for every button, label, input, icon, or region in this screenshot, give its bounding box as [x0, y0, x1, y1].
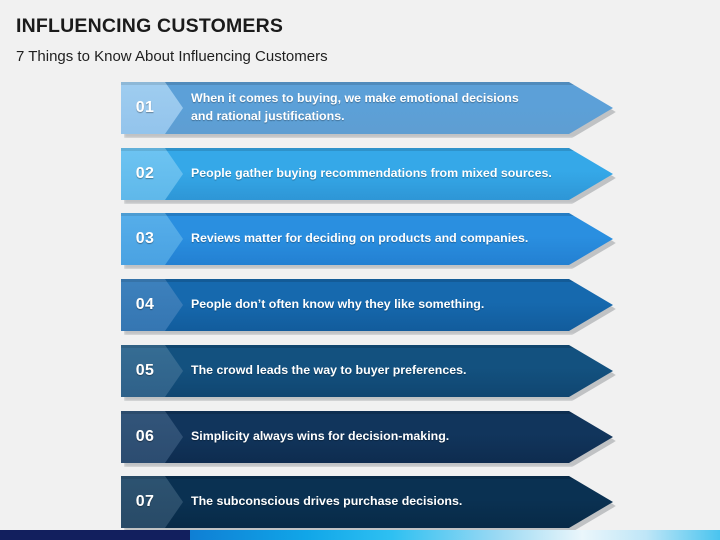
page-subtitle: 7 Things to Know About Influencing Custo… [16, 48, 328, 65]
step-row[interactable]: 05 The crowd leads the way to buyer prefe… [121, 345, 616, 401]
step-number-label: 06 [135, 428, 155, 445]
step-description-line1: People don’t often know why they like so… [191, 297, 485, 311]
step-description-line1: People gather buying recommendations fro… [191, 166, 552, 180]
step-row[interactable]: 07 The subconscious drives purchase decis… [121, 476, 616, 532]
step-description: People don’t often know why they like so… [191, 279, 561, 331]
step-description-line2: and rational justifications. [191, 109, 345, 123]
step-description: When it comes to buying, we make emotion… [191, 82, 561, 134]
step-arrow-bar [121, 213, 613, 265]
step-arrow-bar [121, 279, 613, 331]
step-description-line1: Simplicity always wins for decision-maki… [191, 429, 450, 443]
step-arrow-bar [121, 476, 613, 528]
step-arrow-bar [121, 82, 613, 134]
bottom-strip-gradient-segment [190, 530, 720, 540]
step-number-label: 01 [135, 99, 155, 116]
step-row[interactable]: 04 People don’t often know why they like … [121, 279, 616, 335]
step-row[interactable]: 01 When it comes to buying, we make emoti… [121, 82, 616, 138]
step-number-label: 02 [135, 165, 155, 182]
step-number-label: 03 [135, 230, 155, 247]
step-description-line1: When it comes to buying, we make emotion… [191, 91, 519, 106]
step-arrow-bar [121, 148, 613, 200]
page-title: INFLUENCING CUSTOMERS [16, 15, 284, 37]
step-description-line1: Reviews matter for deciding on products … [191, 231, 529, 245]
step-arrow-bar [121, 411, 613, 463]
header: INFLUENCING CUSTOMERS 7 Things to Know A… [0, 0, 720, 76]
step-description: Reviews matter for deciding on products … [191, 213, 561, 265]
step-row[interactable]: 02 People gather buying recommendations f… [121, 148, 616, 204]
step-description: People gather buying recommendations fro… [191, 148, 561, 200]
bottom-strip-dark-segment [0, 530, 190, 540]
step-number-label: 05 [135, 362, 155, 379]
step-description: The subconscious drives purchase decisio… [191, 476, 561, 528]
step-number-label: 04 [135, 296, 155, 313]
step-description: Simplicity always wins for decision-maki… [191, 411, 561, 463]
step-description-line1: The subconscious drives purchase decisio… [191, 494, 463, 508]
step-description-line1: The crowd leads the way to buyer prefere… [191, 363, 467, 377]
bottom-accent-strip [0, 530, 720, 540]
step-number-label: 07 [135, 493, 155, 510]
step-row[interactable]: 06 Simplicity always wins for decision-ma… [121, 411, 616, 467]
step-description: The crowd leads the way to buyer prefere… [191, 345, 561, 397]
step-row[interactable]: 03 Reviews matter for deciding on product… [121, 213, 616, 269]
step-arrow-bar [121, 345, 613, 397]
